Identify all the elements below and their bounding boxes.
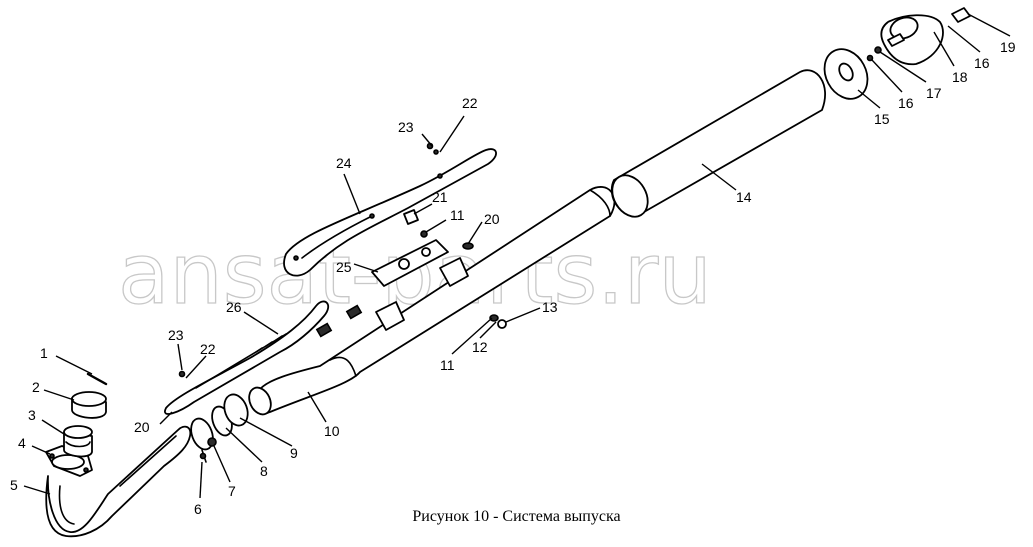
upper-heat-shield xyxy=(283,148,497,277)
pipe-sleeve xyxy=(63,425,93,458)
end-bolt xyxy=(951,7,971,23)
callout-label: 16 xyxy=(974,55,990,71)
callout-label: 6 xyxy=(194,501,202,517)
mounting-bracket xyxy=(371,239,469,331)
callout-label: 5 xyxy=(10,477,18,493)
callout-label: 8 xyxy=(260,463,268,479)
callout-label: 3 xyxy=(28,407,36,423)
clamp-assembly xyxy=(190,393,249,463)
callout-label: 19 xyxy=(1000,39,1016,55)
lower-heat-shield xyxy=(164,300,329,415)
washers xyxy=(866,46,882,62)
callout-label: 9 xyxy=(290,445,298,461)
cone-end-cap xyxy=(880,14,944,66)
callout-label: 23 xyxy=(168,327,184,343)
callout-label: 23 xyxy=(398,119,414,135)
front-exhaust-pipe xyxy=(45,425,192,538)
callout-label: 4 xyxy=(18,435,26,451)
callout-label: 25 xyxy=(336,259,352,275)
stud xyxy=(86,372,108,386)
callout-label: 17 xyxy=(926,85,942,101)
callout-label: 20 xyxy=(484,211,500,227)
callout-label: 22 xyxy=(462,95,478,111)
watermark: ansat-parts.ru xyxy=(118,225,712,323)
callout-label: 10 xyxy=(324,423,340,439)
callout-label: 1 xyxy=(40,345,48,361)
callout-label: 20 xyxy=(134,419,150,435)
callout-label: 15 xyxy=(874,111,890,127)
callout-label: 12 xyxy=(472,339,488,355)
callout-labels: 1 2 3 4 5 6 7 8 9 10 11 11 12 13 14 15 1… xyxy=(10,39,1016,517)
muffler xyxy=(248,186,616,416)
callout-label: 18 xyxy=(952,69,968,85)
callout-label: 2 xyxy=(32,379,40,395)
callout-label: 11 xyxy=(440,357,455,373)
callout-label: 21 xyxy=(432,189,448,205)
callout-label: 22 xyxy=(200,341,216,357)
callout-label: 24 xyxy=(336,155,352,171)
callout-label: 11 xyxy=(450,207,465,223)
seal-ring xyxy=(71,391,107,419)
callout-label: 14 xyxy=(736,189,752,205)
callout-label: 7 xyxy=(228,483,236,499)
end-cap-disc xyxy=(823,48,869,100)
figure-caption: Рисунок 10 - Система выпуска xyxy=(412,508,621,525)
callout-label: 13 xyxy=(542,299,558,315)
callout-label: 26 xyxy=(226,299,242,315)
callout-label: 16 xyxy=(898,95,914,111)
tail-pipe xyxy=(610,69,826,218)
leader-lines xyxy=(23,13,1011,499)
